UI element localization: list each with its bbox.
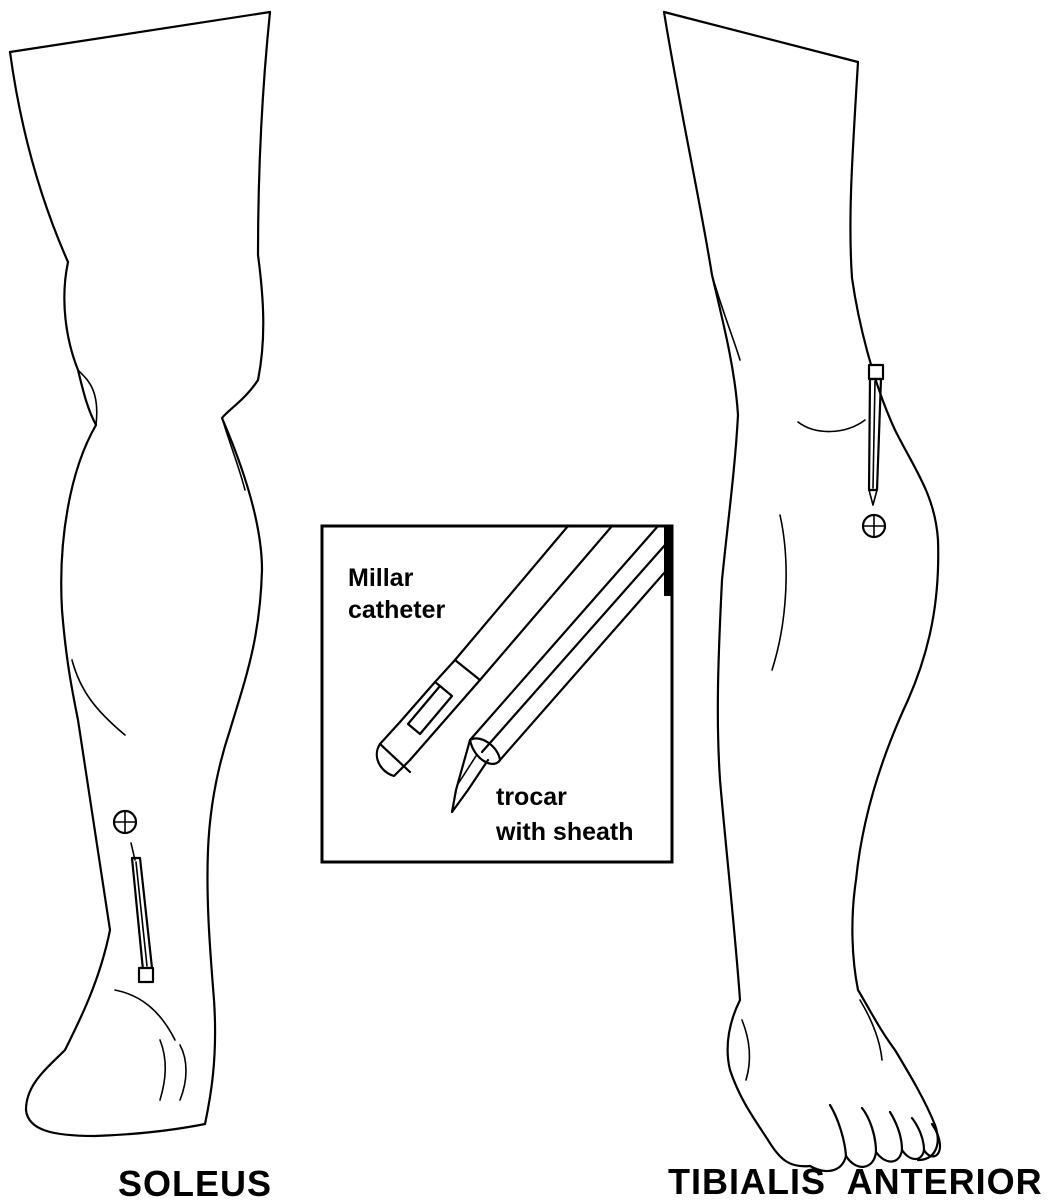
left-leg-calf-crease (72, 660, 125, 735)
right-leg-top-edge (664, 12, 858, 62)
soleus-label: SOLEUS (118, 1163, 272, 1203)
right-leg-inner-contour (850, 62, 938, 1160)
right-leg-knee-left-line (712, 275, 740, 360)
right-leg-ankle-line-1 (742, 1020, 749, 1080)
right-leg-knee-curve (798, 420, 865, 432)
inset-edge-bar (664, 526, 672, 596)
right-target-marker-icon (863, 515, 885, 537)
left-target-marker-icon (114, 811, 136, 833)
left-leg-outer-contour (10, 52, 205, 1136)
left-leg-inner-contour (205, 12, 270, 1124)
left-leg-top-edge (10, 12, 270, 52)
right-leg-toe-3 (876, 1112, 902, 1162)
right-leg-toe-2 (846, 1108, 876, 1167)
right-leg-outer-contour (664, 12, 810, 1166)
millar-label-line1: Millar (348, 564, 414, 592)
tibialis-anterior-label: TIBIALIS ANTERIOR (668, 1161, 1043, 1202)
left-leg-ankle-line (115, 990, 175, 1040)
right-leg-shin-line (772, 515, 786, 670)
left-leg-posterior (10, 12, 270, 1136)
right-leg-toe-4 (902, 1118, 924, 1159)
left-trocar-icon (131, 843, 153, 982)
trocar-label-line2: with sheath (495, 818, 634, 846)
trocar-label-line1: trocar (496, 783, 567, 811)
right-leg-ankle-line-2 (860, 1000, 882, 1060)
left-leg-heel-line-1 (160, 1040, 165, 1100)
right-trocar-icon (869, 365, 883, 505)
left-leg-calf-inner-line (222, 418, 245, 490)
millar-label-line2: catheter (348, 596, 446, 624)
inset-detail-panel: Millar catheter trocar with sheath (322, 526, 672, 862)
left-leg-heel-line-2 (180, 1045, 186, 1100)
right-leg-anterior (664, 12, 940, 1171)
